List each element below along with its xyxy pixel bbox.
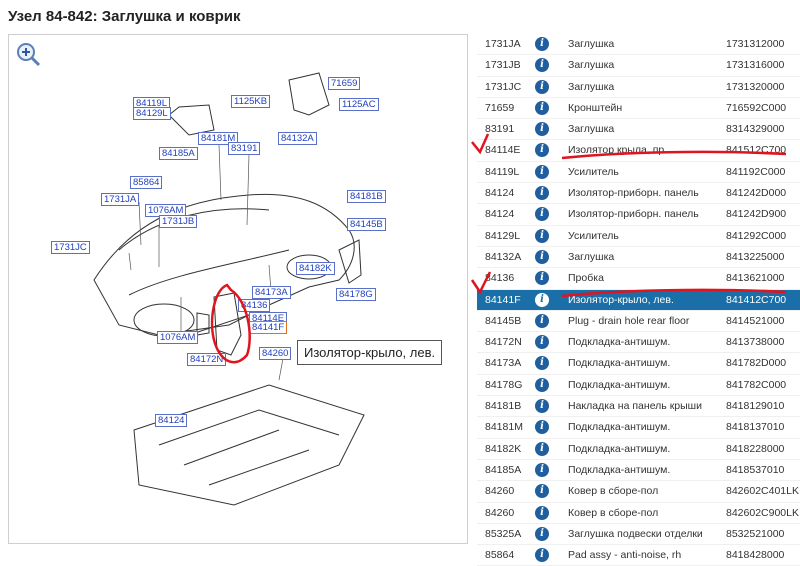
info-icon[interactable]: i bbox=[535, 292, 549, 307]
callout-71659[interactable]: 71659 bbox=[328, 77, 361, 90]
callout-84141F[interactable]: 84141F bbox=[249, 321, 288, 334]
info-icon[interactable]: i bbox=[535, 462, 549, 477]
info-icon[interactable]: i bbox=[535, 122, 549, 137]
car-body-drawing bbox=[93, 72, 365, 506]
callout-84260[interactable]: 84260 bbox=[259, 347, 292, 360]
callout-84182K[interactable]: 84182K bbox=[296, 262, 335, 275]
callout-84181B[interactable]: 84181B bbox=[347, 190, 386, 203]
info-icon[interactable]: i bbox=[535, 186, 549, 201]
info-icon[interactable]: i bbox=[535, 335, 549, 350]
callout-84172N[interactable]: 84172N bbox=[187, 353, 227, 366]
callout-85864[interactable]: 85864 bbox=[130, 176, 163, 189]
callout-84129L[interactable]: 84129L bbox=[133, 107, 171, 120]
callout-83191[interactable]: 83191 bbox=[228, 142, 261, 155]
info-icon[interactable]: i bbox=[535, 441, 549, 456]
info-icon[interactable]: i bbox=[535, 249, 549, 264]
callout-84185A[interactable]: 84185A bbox=[159, 147, 198, 160]
part-tooltip: Изолятор-крыло, лев. bbox=[297, 340, 443, 365]
callout-1731JC[interactable]: 1731JC bbox=[51, 241, 90, 254]
info-icon[interactable]: i bbox=[535, 143, 549, 158]
info-icon[interactable]: i bbox=[535, 79, 549, 94]
info-icon[interactable]: i bbox=[535, 505, 549, 520]
info-icon[interactable]: i bbox=[535, 207, 549, 222]
callout-1731JA[interactable]: 1731JA bbox=[101, 193, 140, 206]
info-icon[interactable]: i bbox=[535, 377, 549, 392]
callout-84181M[interactable]: 84181M bbox=[198, 132, 239, 145]
info-icon[interactable]: i bbox=[535, 228, 549, 243]
callout-1076AM-bottom[interactable]: 1076AM bbox=[157, 331, 199, 344]
info-icon[interactable]: i bbox=[535, 313, 549, 328]
info-icon[interactable]: i bbox=[535, 356, 549, 371]
zoom-in-icon[interactable] bbox=[15, 41, 41, 67]
info-icon[interactable]: i bbox=[535, 420, 549, 435]
info-icon[interactable]: i bbox=[535, 100, 549, 115]
callout-84132A[interactable]: 84132A bbox=[278, 132, 317, 145]
info-icon[interactable]: i bbox=[535, 58, 549, 73]
callout-1125KB[interactable]: 1125KB bbox=[231, 95, 271, 108]
callout-1731JB[interactable]: 1731JB bbox=[159, 215, 198, 228]
info-icon[interactable]: i bbox=[535, 484, 549, 499]
info-icon[interactable]: i bbox=[535, 526, 549, 541]
info-icon[interactable]: i bbox=[535, 399, 549, 414]
info-icon[interactable]: i bbox=[535, 164, 549, 179]
info-icon[interactable]: i bbox=[535, 548, 549, 563]
callout-84136[interactable]: 84136 bbox=[238, 299, 271, 312]
callout-84145B[interactable]: 84145B bbox=[347, 218, 386, 231]
info-icon[interactable]: i bbox=[535, 271, 549, 286]
info-icon[interactable]: i bbox=[535, 37, 549, 51]
callout-1125AC[interactable]: 1125AC bbox=[339, 98, 379, 111]
parts-diagram[interactable]: 84119L 84129L 1125KB 71659 1125AC 84181M… bbox=[8, 34, 468, 544]
callout-84173A[interactable]: 84173A bbox=[252, 286, 291, 299]
page-title: Узел 84-842: Заглушка и коврик bbox=[8, 8, 241, 25]
callout-84178G[interactable]: 84178G bbox=[336, 288, 376, 301]
callout-84124[interactable]: 84124 bbox=[155, 414, 188, 427]
